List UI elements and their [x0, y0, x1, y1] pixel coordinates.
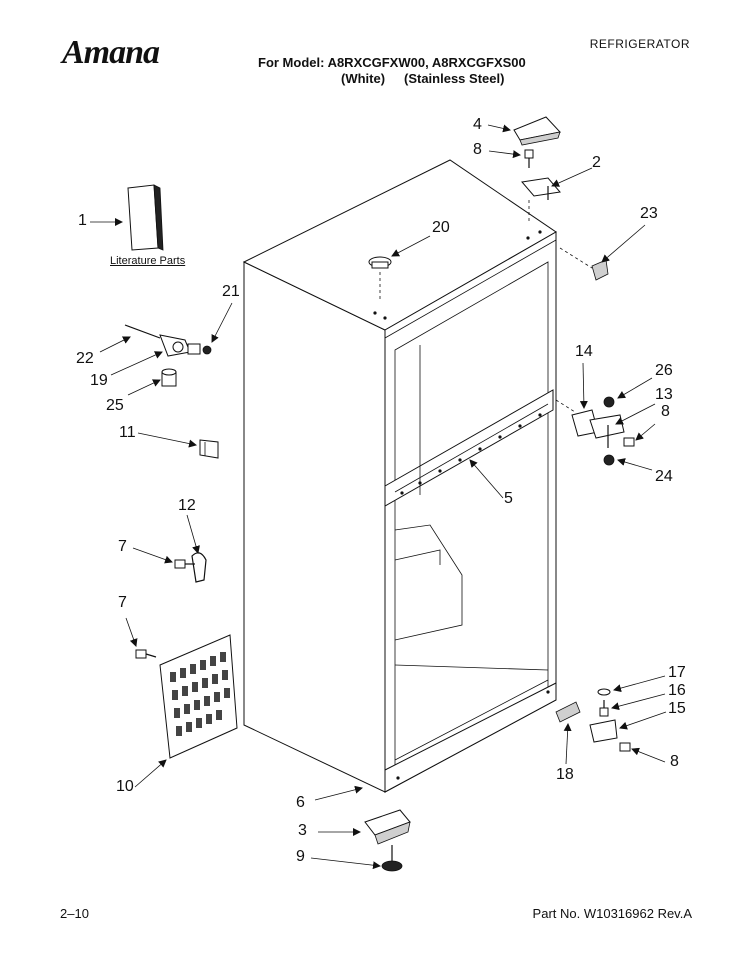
- valve-bracket-assembly: [124, 324, 212, 387]
- page-category: REFRIGERATOR: [589, 37, 690, 51]
- rear-access-cover: [159, 634, 238, 759]
- callout-13: 13: [655, 386, 673, 403]
- callout-18: 18: [556, 766, 574, 783]
- callout-7-clamp-screw: 7: [118, 538, 127, 555]
- callout-1: 1: [78, 212, 87, 229]
- callout-5: 5: [504, 490, 513, 507]
- literature-parts-label: Literature Parts: [110, 255, 186, 267]
- bottom-hinge-assembly: [555, 688, 631, 752]
- callout-14: 14: [575, 343, 593, 360]
- top-hinge-cover: [513, 116, 561, 146]
- wire-clip: [199, 439, 219, 459]
- leader-lines: [90, 124, 667, 870]
- cover-screw: [135, 649, 157, 659]
- callout-8-bottom: 8: [670, 753, 679, 770]
- cabinet-plug-button: [368, 256, 392, 300]
- leveling-leg-assembly: [364, 809, 411, 872]
- callout-2: 2: [592, 154, 601, 171]
- callout-26: 26: [655, 362, 673, 379]
- callout-25: 25: [106, 397, 124, 414]
- page-number: 2–10: [60, 906, 89, 921]
- callout-6: 6: [296, 794, 305, 811]
- top-hinge: [521, 177, 561, 222]
- literature-parts-booklet: [127, 184, 164, 251]
- brand-logo: Amana: [62, 34, 160, 71]
- callout-3: 3: [298, 822, 307, 839]
- callout-11: 11: [119, 424, 136, 441]
- callout-4: 4: [473, 116, 482, 133]
- callout-20: 20: [432, 219, 450, 236]
- part-number: Part No. W10316962 Rev.A: [532, 906, 692, 921]
- cabinet: [242, 159, 557, 793]
- callout-9: 9: [296, 848, 305, 865]
- callout-22: 22: [76, 350, 94, 367]
- variant-white: (White): [341, 71, 386, 86]
- center-hinge-assembly: [555, 396, 635, 466]
- model-line: For Model: A8RXCGFXW00, A8RXCGFXS00: [258, 55, 526, 70]
- callout-24: 24: [655, 468, 673, 485]
- callout-23: 23: [640, 205, 658, 222]
- callout-21: 21: [222, 283, 240, 300]
- callout-15: 15: [668, 700, 686, 717]
- callout-16: 16: [668, 682, 686, 699]
- callout-12: 12: [178, 497, 196, 514]
- tube-clamp: [174, 552, 207, 583]
- hinge-screw-top: [524, 149, 534, 168]
- callout-10: 10: [116, 778, 134, 795]
- callout-7-cover-screw: 7: [118, 594, 127, 611]
- variant-stainless: (Stainless Steel): [404, 71, 505, 86]
- hinge-hole-plug: [559, 247, 609, 281]
- callout-19: 19: [90, 372, 108, 389]
- callout-17: 17: [668, 664, 686, 681]
- callout-8-top: 8: [473, 141, 482, 158]
- callout-8-center: 8: [661, 403, 670, 420]
